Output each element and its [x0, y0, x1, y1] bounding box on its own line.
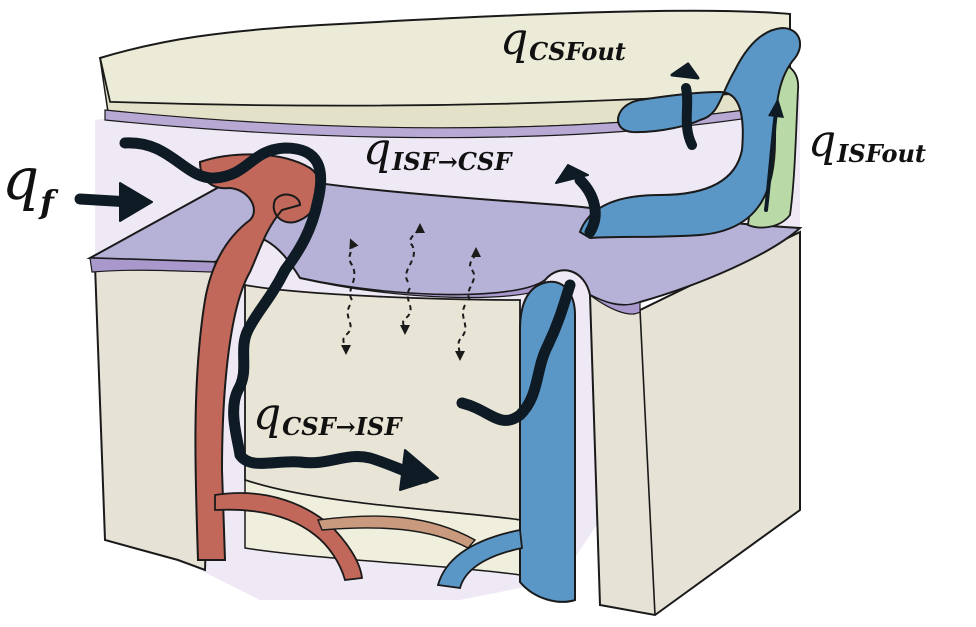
label-q-isf-out-sub: ISFout — [837, 139, 926, 168]
label-q-isf-to-csf-sub: ISF→CSF — [392, 147, 512, 176]
diffusion-arrow-down-3 — [454, 304, 467, 361]
isfout-arrow-head — [768, 98, 784, 118]
label-q-f-main: q — [2, 145, 40, 213]
vein-vessel — [519, 280, 576, 603]
diffusion-arrow-up-3 — [467, 247, 481, 301]
label-q-isf-to-csf-main: q — [363, 124, 392, 175]
label-q-csf-out-sub: CSFout — [529, 37, 626, 66]
outflow-wave — [456, 279, 576, 426]
label-q-isf-to-csf: qISF→CSF — [363, 128, 511, 174]
label-q-csf-out: qCSFout — [500, 18, 626, 64]
isf-csf-arrow-head — [555, 164, 589, 184]
csfout-arrow — [681, 83, 697, 150]
label-q-csf-out-main: q — [500, 14, 529, 65]
csf-isf-arrow-head — [399, 449, 439, 491]
isfout-arrow — [764, 110, 778, 212]
vein-branch — [436, 528, 523, 589]
diffusion-arrow-down-2 — [399, 287, 412, 335]
label-q-csf-to-isf-main: q — [253, 389, 282, 440]
inflow-wave — [119, 137, 431, 484]
label-q-isf-out: qISFout — [808, 120, 926, 166]
tissue-right-edge — [639, 309, 656, 616]
diffusion-arrow-up-2 — [405, 223, 425, 283]
label-q-isf-out-main: q — [808, 116, 837, 167]
qf-arrow-head — [119, 182, 153, 222]
label-q-f-sub: f — [40, 183, 54, 221]
artery-branch — [214, 492, 363, 581]
label-q-csf-to-isf-sub: CSF→ISF — [282, 412, 402, 441]
flow-arrows — [74, 62, 700, 491]
csfout-arrow-head — [670, 62, 700, 80]
diffusion-arrow-up-1 — [348, 238, 359, 301]
label-q-f: qf — [2, 150, 54, 218]
isf-csf-arrow — [574, 174, 601, 238]
label-q-csf-to-isf: qCSF→ISF — [253, 393, 401, 439]
diffusion-arrow-down-1 — [340, 304, 352, 355]
